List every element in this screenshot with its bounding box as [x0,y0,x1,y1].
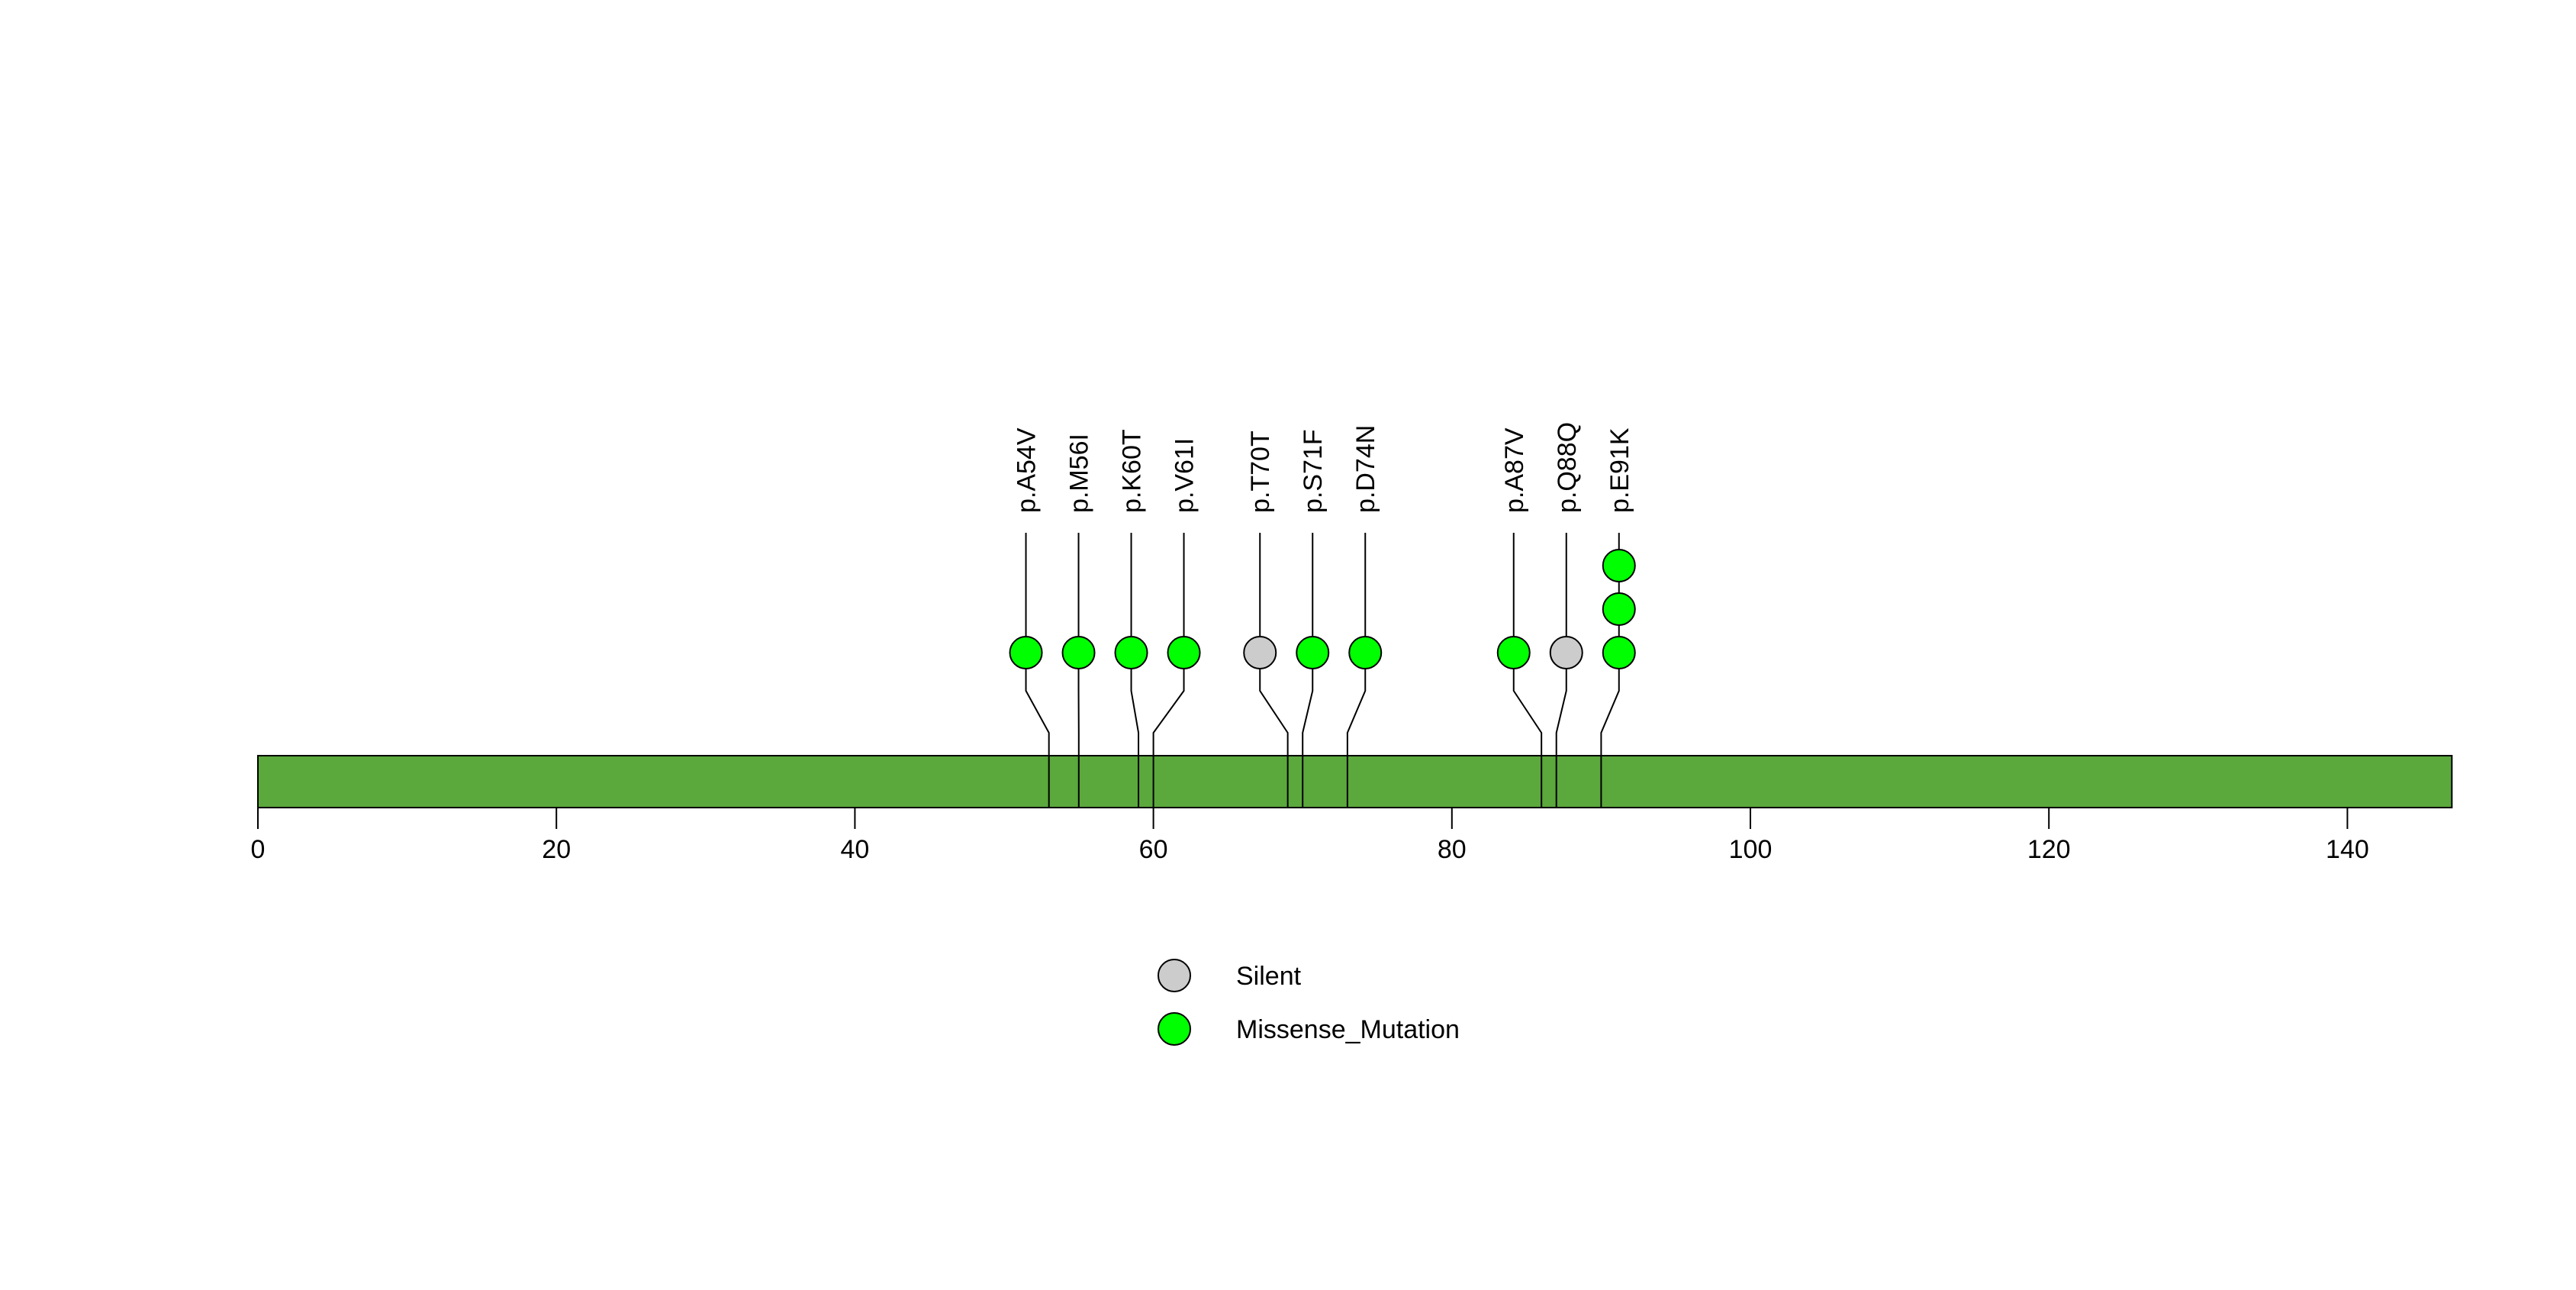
mutation-stem [1130,533,1140,808]
axis-tick-label: 120 [2027,835,2071,864]
mutation-circle [1243,636,1277,669]
axis-tick-label: 80 [1438,835,1467,864]
mutation-stem [1259,533,1289,808]
legend-label: Silent [1236,962,1302,991]
mutation-circle [1602,636,1636,669]
protein-bar [257,755,2453,808]
mutation-circle [1009,636,1043,669]
mutation-circle [1348,636,1383,669]
mutation-circle [1167,636,1201,669]
mutation-circle [1602,549,1636,582]
mutation-circle [1296,636,1330,669]
axis-tick-label: 20 [542,835,571,864]
mutation-stem [1152,533,1185,808]
legend-label: Missense_Mutation [1236,1015,1460,1044]
axis-tick-label: 40 [840,835,869,864]
mutation-circle [1549,636,1583,669]
mutation-circle [1114,636,1148,669]
axis-tick-label: 140 [2326,835,2369,864]
mutation-circle [1496,636,1531,669]
mutation-label: p.T70T [1246,431,1275,513]
mutation-label: p.S71F [1299,429,1328,513]
mutation-label: p.K60T [1118,429,1147,513]
mutation-circle [1602,592,1636,626]
mutation-circle [1061,636,1096,669]
axis-tick-label: 0 [251,835,266,864]
mutation-stem [1555,533,1567,808]
legend-swatch-missense_mutation [1158,1012,1191,1046]
mutation-label: p.V61I [1170,438,1199,513]
axis-tick-label: 100 [1729,835,1773,864]
mutation-label: p.M56I [1065,434,1094,513]
legend-swatch-silent [1158,959,1191,992]
mutation-label: p.A87V [1500,427,1529,513]
mutation-label: p.Q88Q [1553,422,1582,513]
mutation-label: p.A54V [1013,427,1042,513]
mutation-stem [1512,533,1543,808]
mutation-label: p.E91K [1605,427,1634,513]
mutation-stem [1025,533,1050,808]
mutation-stem [1302,533,1314,808]
mutation-label: p.D74N [1351,425,1380,513]
mutation-stem [1346,533,1367,808]
axis-tick-label: 60 [1139,835,1168,864]
